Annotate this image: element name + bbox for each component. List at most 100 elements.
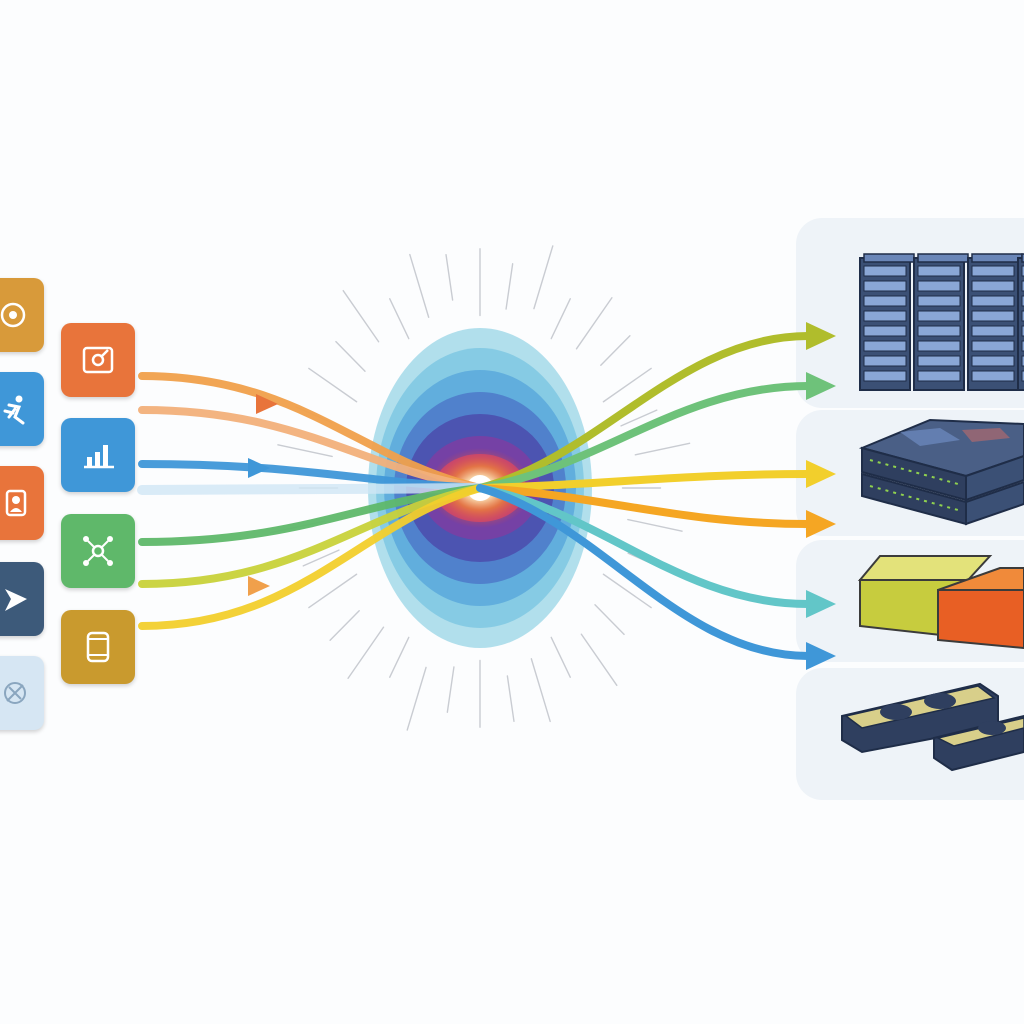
rack-top bbox=[971, 253, 1023, 263]
hub-ray bbox=[335, 340, 366, 372]
hub-ray bbox=[308, 573, 358, 609]
rack-unit bbox=[971, 355, 1015, 367]
rack-unit bbox=[917, 280, 961, 292]
gear-circle-icon bbox=[0, 302, 26, 328]
hub-ray bbox=[409, 253, 430, 318]
rack-unit bbox=[971, 295, 1015, 307]
hub-ray bbox=[620, 409, 658, 427]
rack-top bbox=[1021, 253, 1024, 263]
hub-ray bbox=[602, 367, 652, 403]
rack-unit bbox=[917, 310, 961, 322]
input-arrowhead bbox=[248, 458, 270, 478]
tile-network-nodes bbox=[61, 514, 135, 588]
hub-ray bbox=[389, 636, 410, 678]
running-figure-icon bbox=[3, 395, 25, 425]
hub-ray bbox=[446, 666, 455, 713]
gpu-cards-icon bbox=[841, 682, 1024, 772]
rack-unit bbox=[1021, 310, 1024, 322]
hub-ray bbox=[634, 442, 691, 456]
tile-leaf-cross bbox=[0, 656, 44, 730]
rack-unit bbox=[917, 325, 961, 337]
rack-top bbox=[863, 253, 915, 263]
tile-paper-plane bbox=[0, 562, 44, 636]
tile-storage-can bbox=[61, 610, 135, 684]
rack-unit bbox=[1021, 340, 1024, 352]
rack-unit bbox=[863, 325, 907, 337]
input-flow-arrow bbox=[138, 372, 484, 492]
rack-unit bbox=[863, 295, 907, 307]
hub-ray bbox=[505, 263, 514, 310]
rack-unit bbox=[1021, 355, 1024, 367]
hub-ray bbox=[347, 626, 385, 679]
output-flow-arrow bbox=[476, 484, 812, 528]
hub-ray bbox=[342, 289, 380, 343]
storage-can-icon bbox=[86, 631, 110, 663]
rack-unit bbox=[863, 355, 907, 367]
rack-unit bbox=[971, 370, 1015, 382]
tile-gear-circle bbox=[0, 278, 44, 352]
leaf-cross-icon bbox=[4, 682, 26, 704]
hub-ray bbox=[600, 335, 631, 366]
rack-unit bbox=[863, 310, 907, 322]
hub-ray bbox=[533, 245, 554, 310]
hub-ray bbox=[575, 297, 613, 350]
input-flow-arrow bbox=[138, 484, 484, 546]
hub-ray bbox=[627, 518, 683, 532]
tile-person-frame bbox=[0, 466, 44, 540]
rack-unit bbox=[971, 340, 1015, 352]
rack-unit bbox=[863, 370, 907, 382]
output-flow-arrow bbox=[476, 470, 812, 492]
rack-unit bbox=[917, 340, 961, 352]
rack-unit bbox=[1021, 370, 1024, 382]
output-arrowhead bbox=[806, 590, 836, 618]
rack-unit bbox=[971, 265, 1015, 277]
input-arrowhead bbox=[248, 576, 270, 596]
rack-unit bbox=[917, 265, 961, 277]
rack-unit bbox=[1021, 325, 1024, 337]
data-blocks-icon bbox=[857, 555, 1024, 650]
hub-ray bbox=[550, 298, 571, 340]
output-flow-arrow bbox=[476, 332, 812, 492]
hub-ray bbox=[277, 444, 333, 458]
rack-top bbox=[917, 253, 969, 263]
storage-array-icon bbox=[858, 418, 1024, 526]
input-flow-arrow bbox=[138, 484, 484, 630]
hub-ray bbox=[602, 573, 652, 609]
tile-drive bbox=[61, 323, 135, 397]
hub-ray bbox=[329, 610, 360, 641]
output-arrowhead bbox=[806, 510, 836, 538]
hub-ray bbox=[580, 633, 618, 687]
output-arrowhead bbox=[806, 460, 836, 488]
hub-ray bbox=[506, 675, 515, 723]
rack-unit bbox=[971, 325, 1015, 337]
rack-unit bbox=[917, 295, 961, 307]
rack-unit bbox=[1021, 280, 1024, 292]
output-arrowhead bbox=[806, 322, 836, 350]
output-flow-arrow bbox=[476, 484, 812, 660]
input-flows bbox=[137, 372, 485, 630]
tile-bar-chart bbox=[61, 418, 135, 492]
person-frame-icon bbox=[5, 489, 27, 517]
hub-ray bbox=[445, 253, 454, 301]
tile-running-figure bbox=[0, 372, 44, 446]
rack-unit bbox=[917, 370, 961, 382]
drive-icon bbox=[82, 346, 114, 374]
output-arrowhead bbox=[806, 372, 836, 400]
output-flow-arrow bbox=[476, 382, 812, 492]
output-arrowhead bbox=[806, 642, 836, 670]
hub-ray bbox=[302, 549, 340, 567]
input-arrowhead bbox=[256, 394, 278, 414]
rack-unit bbox=[917, 355, 961, 367]
rack-unit bbox=[863, 265, 907, 277]
server-rack-icon bbox=[859, 253, 1024, 391]
hub-ray bbox=[550, 636, 571, 678]
output-flow-arrow bbox=[476, 484, 812, 608]
rack-column bbox=[1017, 257, 1024, 391]
bar-chart-icon bbox=[84, 445, 114, 469]
rack-unit bbox=[863, 280, 907, 292]
rack-column bbox=[967, 257, 1019, 391]
output-flows bbox=[476, 322, 836, 670]
input-flow-arrow bbox=[138, 406, 484, 492]
